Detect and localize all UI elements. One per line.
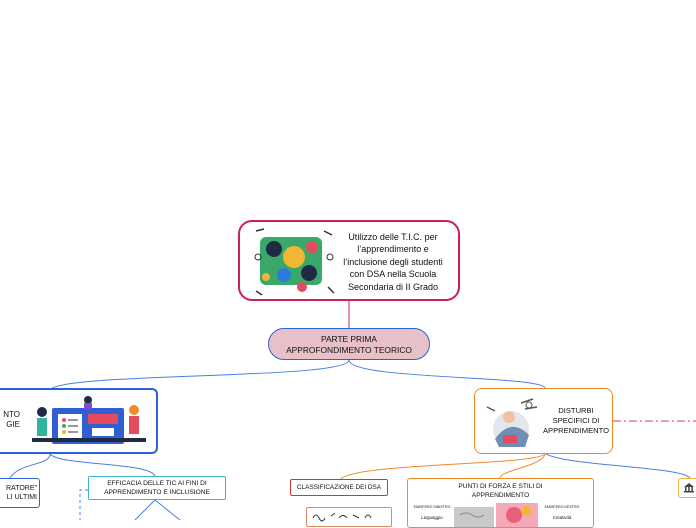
left-sub-topic[interactable]: RATORE" LI ULTIMI — [0, 478, 40, 508]
disturbi-specifici-topic[interactable]: DISTURBI SPECIFICI DI APPRENDIMENTO — [474, 388, 613, 454]
left-sub-label: RATORE" LI ULTIMI — [5, 485, 37, 501]
classificazione-image-card — [306, 507, 392, 527]
parte-prima-topic[interactable]: PARTE PRIMA APPROFONDIMENTO TEORICO — [268, 328, 430, 360]
classificazione-dsa-topic[interactable]: CLASSIFICAZIONE DEI DSA — [290, 479, 388, 496]
classificazione-dsa-label: CLASSIFICAZIONE DEI DSA — [296, 484, 382, 491]
root-topic-title: Utilizzo delle T.I.C. per l’apprendiment… — [343, 232, 443, 292]
dsa-illustration-image — [254, 228, 335, 296]
dsa-figure-image — [486, 398, 538, 447]
parte-prima-label: PARTE PRIMA APPROFONDIMENTO TEORICO — [286, 334, 412, 355]
emisfero-sinistro-label: EMISFERO SINISTRO — [413, 505, 451, 509]
efficacia-tic-label: EFFICACIA DELLE TIC AI FINI DI APPRENDIM… — [104, 480, 210, 496]
handwriting-image — [312, 512, 372, 522]
tecnologie-label: NTO GIE — [3, 410, 20, 429]
root-topic[interactable]: Utilizzo delle T.I.C. per l’apprendiment… — [238, 220, 460, 301]
creativita-label: Creatività — [552, 515, 572, 520]
institution-icon — [684, 483, 694, 493]
emisfero-destro-label: EMISFERO DESTRO — [544, 505, 580, 509]
efficacia-tic-topic[interactable]: EFFICACIA DELLE TIC AI FINI DI APPRENDIM… — [88, 476, 226, 500]
classroom-illustration-image — [28, 394, 150, 450]
right-edge-topic[interactable] — [678, 478, 696, 498]
disturbi-specifici-label: DISTURBI SPECIFICI DI APPRENDIMENTO — [542, 406, 610, 435]
linguaggio-label: Linguaggio — [421, 515, 443, 520]
punti-di-forza-label: PUNTI DI FORZA E STILI DI APPRENDIMENTO — [458, 483, 543, 499]
tecnologie-topic[interactable]: NTO GIE — [0, 388, 158, 454]
brain-hemispheres-image — [454, 503, 538, 527]
punti-di-forza-topic[interactable]: PUNTI DI FORZA E STILI DI APPRENDIMENTO … — [407, 478, 594, 528]
